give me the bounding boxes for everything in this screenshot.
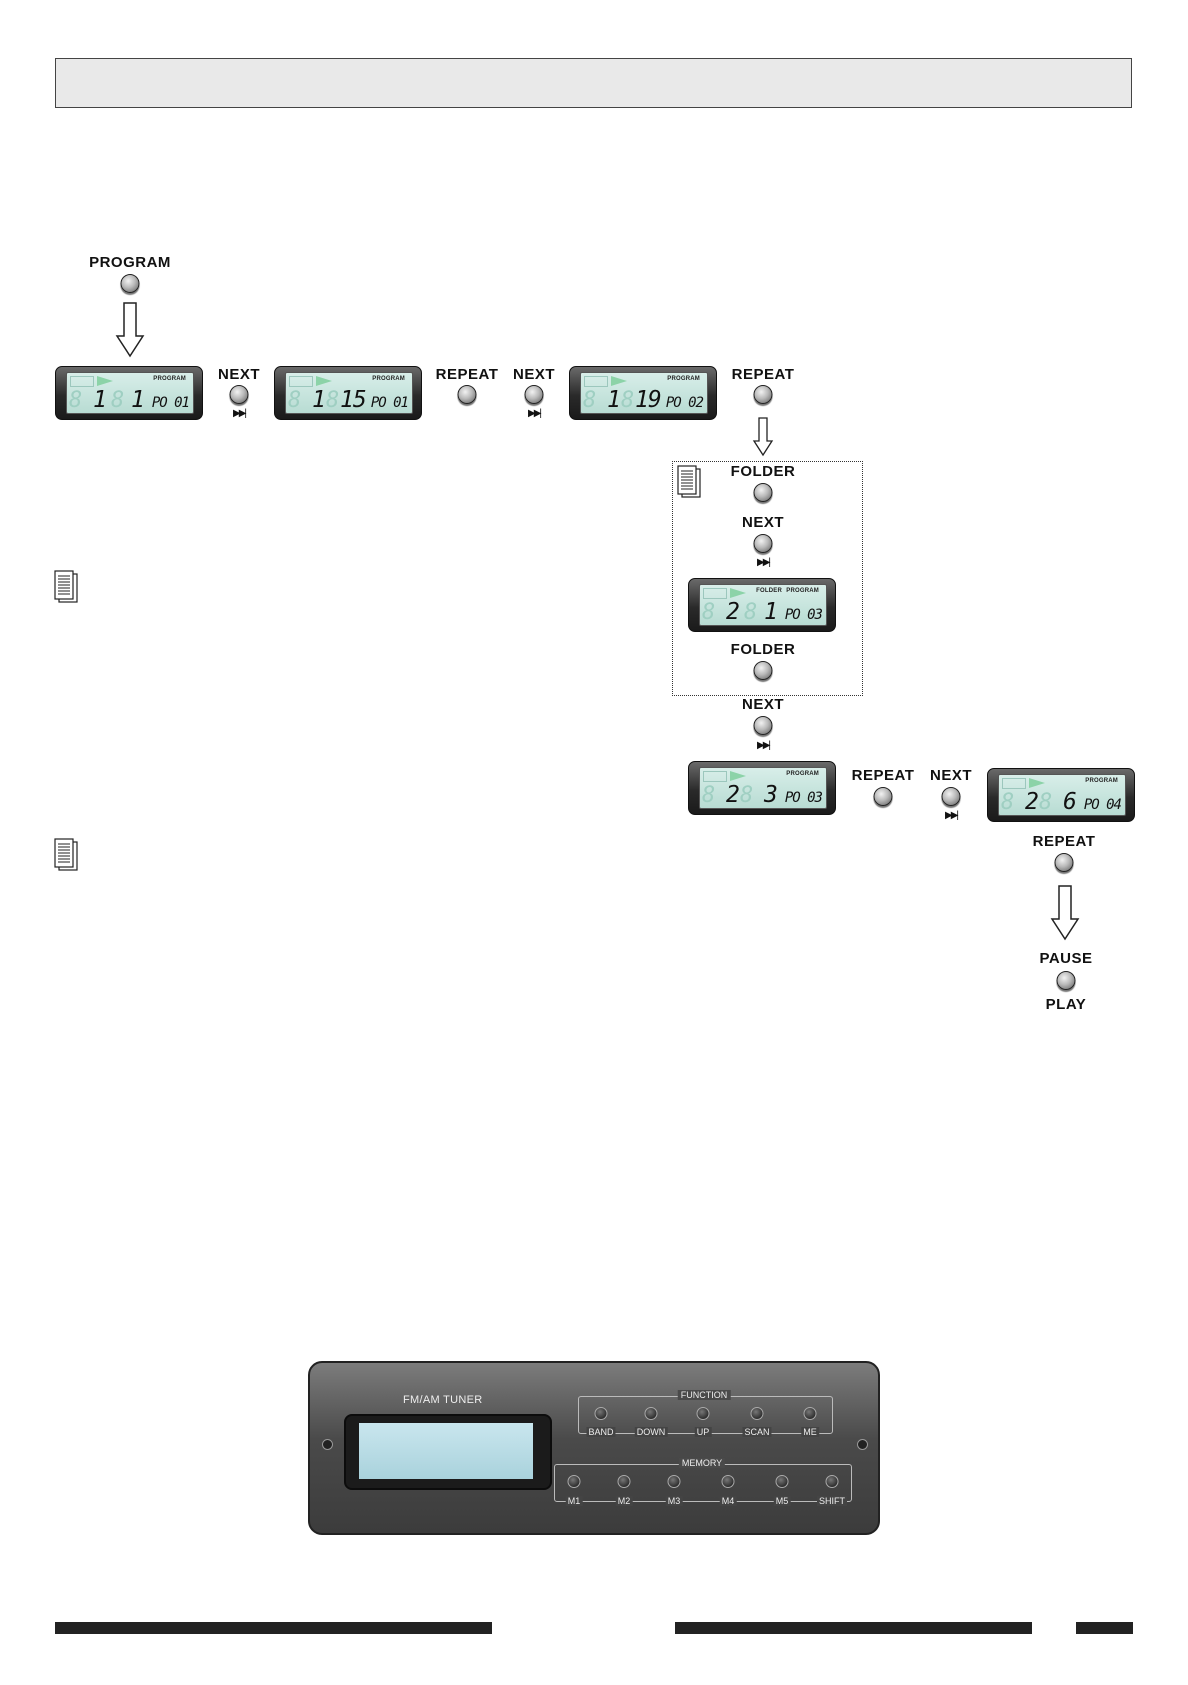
me-knob[interactable] — [803, 1407, 817, 1420]
m5-label: M5 — [773, 1496, 791, 1506]
repeat-button[interactable] — [1054, 853, 1074, 872]
repeat-button[interactable] — [457, 385, 477, 404]
scan-knob[interactable] — [750, 1407, 764, 1420]
program-button[interactable] — [120, 274, 140, 293]
footer-bar-left — [55, 1622, 492, 1634]
repeat-label: REPEAT — [1032, 833, 1096, 850]
m3-label: M3 — [665, 1496, 683, 1506]
folder-label: FOLDER — [730, 463, 796, 480]
screw-icon — [857, 1439, 868, 1450]
me-label: ME — [801, 1427, 819, 1437]
note-icon — [677, 465, 701, 498]
folder-option-box — [672, 461, 863, 696]
next-label: NEXT — [217, 366, 261, 383]
next-label: NEXT — [512, 366, 556, 383]
note-icon — [54, 570, 78, 603]
repeat-label: REPEAT — [731, 366, 795, 383]
m3-knob[interactable] — [667, 1475, 681, 1488]
next-button[interactable] — [753, 534, 773, 553]
note-icon — [54, 838, 78, 871]
m1-knob[interactable] — [567, 1475, 581, 1488]
folder-label: FOLDER — [730, 641, 796, 658]
down-arrow-icon — [752, 417, 774, 457]
memory-group-title: MEMORY — [678, 1458, 726, 1468]
next-button[interactable] — [229, 385, 249, 404]
next-label: NEXT — [741, 696, 785, 713]
next-button[interactable] — [941, 787, 961, 806]
fm-am-tuner-panel: FM/AM TUNER FUNCTION BAND DOWN UP SCAN M… — [308, 1361, 880, 1535]
m5-knob[interactable] — [775, 1475, 789, 1488]
shift-label: SHIFT — [817, 1496, 847, 1506]
repeat-button[interactable] — [753, 385, 773, 404]
folder-button[interactable] — [753, 483, 773, 502]
skip-forward-icon: ▶▶| — [757, 740, 771, 751]
screw-icon — [322, 1439, 333, 1450]
pause-play-button[interactable] — [1056, 971, 1076, 990]
skip-forward-icon: ▶▶| — [757, 557, 771, 568]
next-label: NEXT — [741, 514, 785, 531]
memory-group — [554, 1464, 852, 1502]
play-label: PLAY — [1045, 996, 1087, 1013]
up-label: UP — [694, 1427, 712, 1437]
m1-label: M1 — [565, 1496, 583, 1506]
repeat-button[interactable] — [873, 787, 893, 806]
section-header-bar — [55, 58, 1132, 108]
footer-bar-middle — [675, 1622, 1032, 1634]
band-knob[interactable] — [594, 1407, 608, 1420]
scan-label: SCAN — [742, 1427, 772, 1437]
next-label: NEXT — [929, 767, 973, 784]
folder-button[interactable] — [753, 661, 773, 680]
up-knob[interactable] — [696, 1407, 710, 1420]
down-knob[interactable] — [644, 1407, 658, 1420]
tuner-display-window — [344, 1414, 552, 1490]
band-label: BAND — [586, 1427, 616, 1437]
skip-forward-icon: ▶▶| — [233, 408, 247, 419]
function-group-title: FUNCTION — [677, 1390, 731, 1400]
next-button[interactable] — [753, 716, 773, 735]
skip-forward-icon: ▶▶| — [528, 408, 542, 419]
m4-label: M4 — [719, 1496, 737, 1506]
repeat-label: REPEAT — [851, 767, 915, 784]
footer-bar-right — [1076, 1622, 1133, 1634]
m2-knob[interactable] — [617, 1475, 631, 1488]
pause-label: PAUSE — [1039, 950, 1093, 967]
repeat-label: REPEAT — [435, 366, 499, 383]
down-label: DOWN — [634, 1427, 668, 1437]
shift-knob[interactable] — [825, 1475, 839, 1488]
tuner-title: FM/AM TUNER — [403, 1394, 483, 1406]
down-arrow-icon — [115, 302, 145, 358]
m4-knob[interactable] — [721, 1475, 735, 1488]
m2-label: M2 — [615, 1496, 633, 1506]
down-arrow-icon — [1050, 885, 1080, 941]
skip-forward-icon: ▶▶| — [945, 810, 959, 821]
next-button[interactable] — [524, 385, 544, 404]
program-label: PROGRAM — [89, 254, 171, 271]
